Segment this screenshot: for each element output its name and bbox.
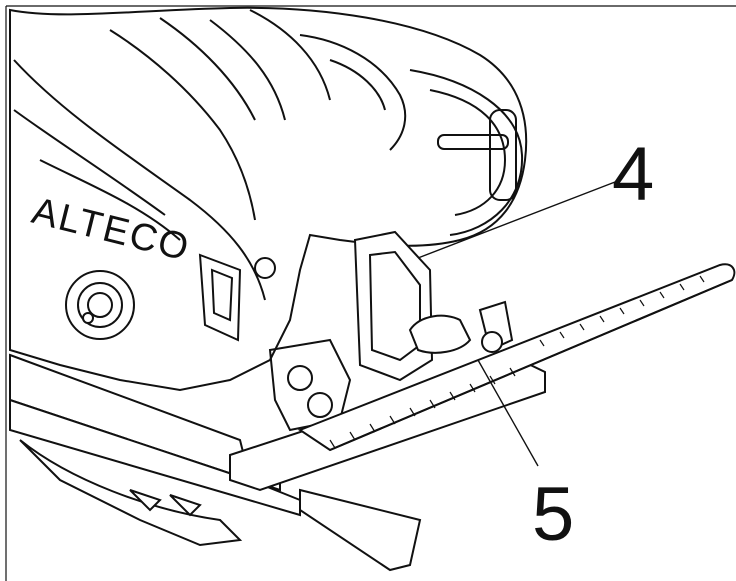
callout-5-label: 5 bbox=[532, 472, 574, 557]
callout-4-label: 4 bbox=[612, 132, 654, 217]
arbor-bolt bbox=[65, 270, 135, 340]
leader-line-4 bbox=[417, 181, 616, 259]
fence-scale bbox=[329, 275, 705, 449]
leader-line-5 bbox=[477, 359, 539, 467]
base-plate bbox=[9, 353, 301, 547]
saw-body bbox=[9, 6, 528, 392]
rip-fence bbox=[229, 263, 736, 572]
leader-lines bbox=[417, 181, 616, 467]
locking-knob bbox=[408, 300, 514, 354]
guard-vent bbox=[198, 253, 276, 342]
frame bbox=[5, 5, 736, 581]
bevel-bracket bbox=[268, 230, 434, 432]
